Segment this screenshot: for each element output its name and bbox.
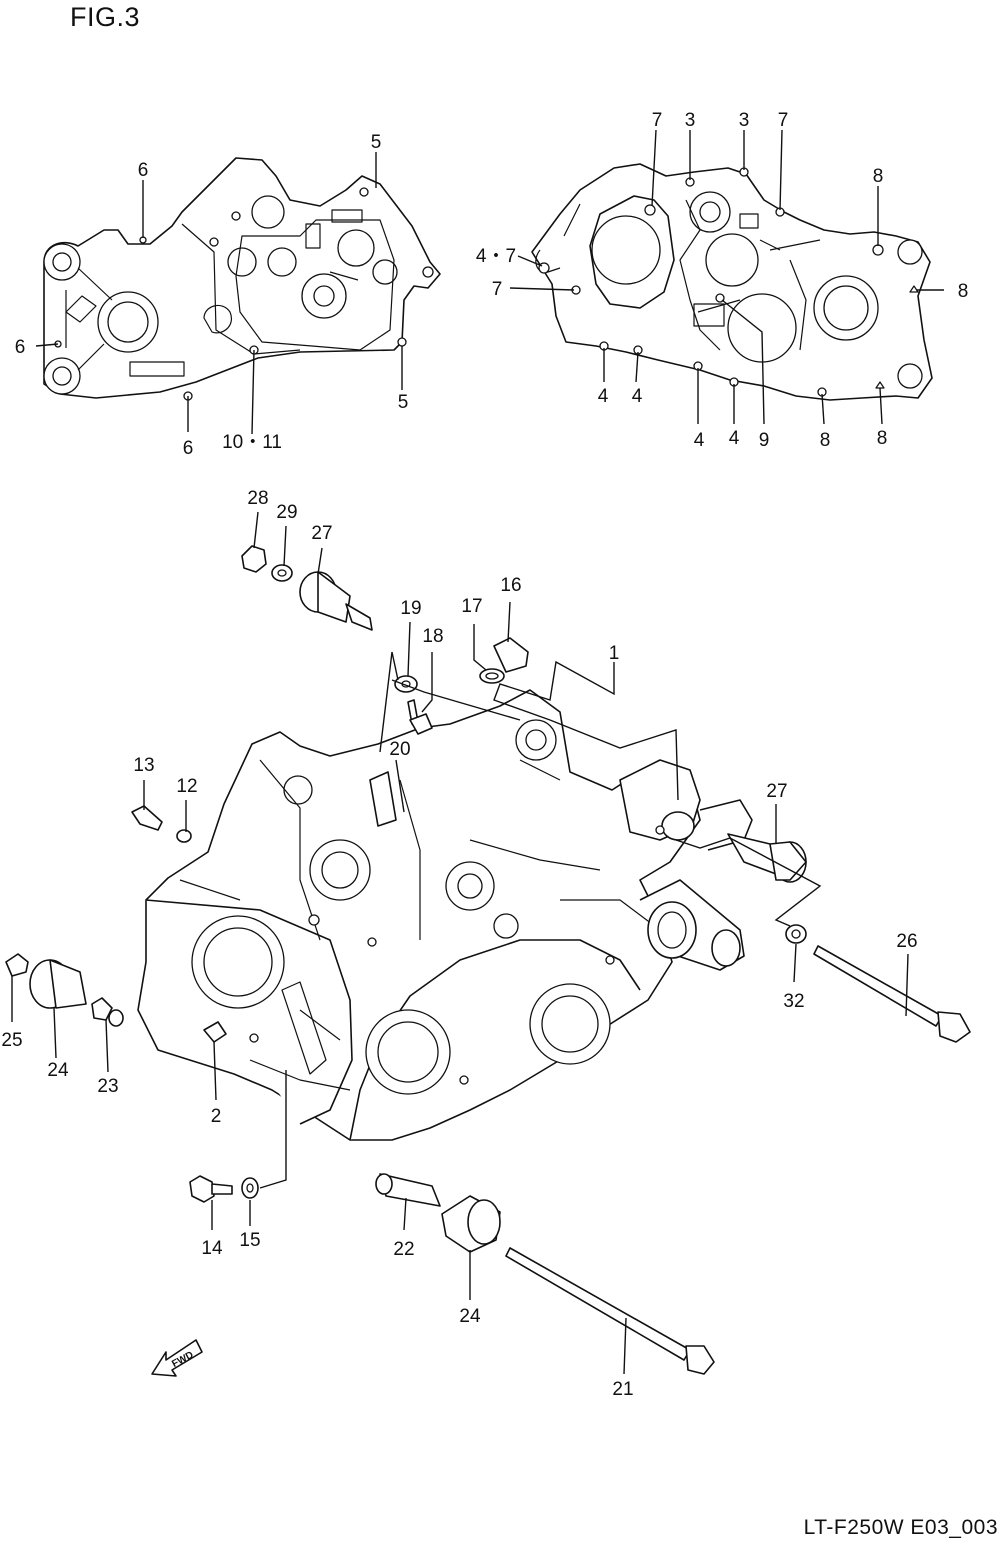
callout-6: 6 — [183, 438, 194, 459]
right-crankcase-half-view — [531, 163, 933, 401]
forward-arrow-label: FWD — [170, 1350, 195, 1370]
part-17-o-ring — [479, 668, 505, 684]
callout-6: 6 — [138, 160, 149, 181]
callout-23: 23 — [97, 1076, 118, 1097]
callout-1: 1 — [609, 643, 620, 664]
callout-4: 4 — [598, 386, 609, 407]
callout-27: 27 — [766, 781, 787, 802]
part-24-bushing-lower — [441, 1195, 501, 1253]
callout-3: 3 — [739, 110, 750, 131]
callout-24: 24 — [47, 1060, 69, 1081]
part-28-nut — [241, 545, 267, 573]
callout-7: 7 — [778, 110, 789, 131]
left-crankcase-half-view — [43, 157, 441, 401]
callout-5: 5 — [371, 132, 382, 153]
callout-4: 4 — [694, 430, 705, 451]
callout-4: 4 — [729, 428, 740, 449]
leader-lines — [11, 129, 944, 1375]
callout-21: 21 — [612, 1379, 633, 1400]
part-2-dowel — [203, 1021, 227, 1043]
part-27-bushing-upper — [299, 571, 373, 631]
callout-4-7: 4・7 — [476, 246, 516, 267]
part-26-long-bolt — [813, 945, 971, 1043]
callout-4: 4 — [632, 386, 643, 407]
callout-19: 19 — [400, 598, 421, 619]
part-22-dowel-sleeve — [375, 1173, 441, 1207]
part-12-clip — [176, 829, 192, 843]
callout-28: 28 — [247, 488, 268, 509]
part-21-long-bolt — [505, 1247, 715, 1375]
callout-8: 8 — [958, 281, 969, 302]
callout-7: 7 — [492, 279, 503, 300]
part-24-bushing-left — [29, 959, 87, 1009]
callout-24: 24 — [459, 1306, 481, 1327]
callout-25: 25 — [1, 1030, 22, 1051]
part-15-washer — [241, 1177, 259, 1199]
callout-7: 7 — [652, 110, 663, 131]
crankcase-assembly — [137, 689, 753, 1141]
callout-16: 16 — [500, 575, 521, 596]
callout-3: 3 — [685, 110, 696, 131]
callout-8: 8 — [820, 430, 831, 451]
callout-29: 29 — [276, 502, 297, 523]
part-13-sensor — [131, 805, 163, 831]
callout-20: 20 — [389, 739, 410, 760]
part-16-plug — [493, 637, 529, 673]
callout-15: 15 — [239, 1230, 260, 1251]
callout-26: 26 — [896, 931, 917, 952]
part-29-washer — [271, 564, 293, 582]
part-25-plug — [5, 953, 29, 977]
callout-2: 2 — [211, 1106, 222, 1127]
callout-27: 27 — [311, 523, 332, 544]
part-14-bolt — [189, 1175, 233, 1203]
callout-18: 18 — [422, 626, 443, 647]
callout-8: 8 — [873, 166, 884, 187]
callout-6: 6 — [15, 337, 26, 358]
callout-13: 13 — [133, 755, 154, 776]
callout-5: 5 — [398, 392, 409, 413]
part-23-bolt — [91, 997, 124, 1027]
forward-arrow-icon: FWD — [151, 1339, 203, 1377]
callout-12: 12 — [176, 776, 197, 797]
diagram-code: LT-F250W E03_003 — [803, 1516, 998, 1539]
part-27-bushing-right — [727, 833, 807, 883]
callout-22: 22 — [393, 1239, 414, 1260]
figure-title: FIG.3 — [70, 2, 141, 32]
callout-14: 14 — [201, 1238, 223, 1259]
callout-8: 8 — [877, 428, 888, 449]
callout-labels: 6 6 6 5 5 10・11 7 3 3 7 8 4・7 7 8 4 4 4 … — [1, 110, 968, 1400]
callout-17: 17 — [461, 596, 482, 617]
callout-9: 9 — [759, 430, 770, 451]
part-18-bolt — [407, 699, 433, 735]
callout-32: 32 — [783, 991, 804, 1012]
part-32-washer — [785, 924, 807, 944]
callout-10-11: 10・11 — [222, 432, 282, 453]
